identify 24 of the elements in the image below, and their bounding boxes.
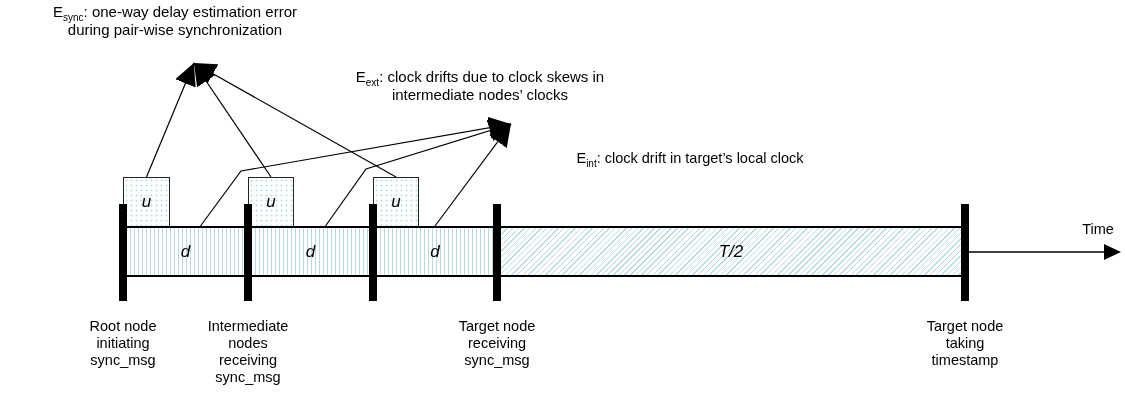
segment-label: d: [305, 242, 316, 261]
segment-label: u: [266, 193, 276, 211]
uncertainty-box: [123, 177, 170, 226]
annotation-label: E$_{ext}$: clock drifts due to clock skews in intermediate nodes’ clocks: [354, 68, 606, 104]
event-label: Root node initiating sync_msg: [88, 318, 158, 369]
arrow: [324, 120, 512, 227]
event-label: Target node taking timestamp: [925, 318, 1005, 369]
event-label: Intermediate nodes receiving sync_msg: [206, 318, 290, 386]
segment-label: u: [141, 193, 152, 211]
segment-label: T/2: [718, 242, 744, 261]
arrow: [434, 123, 512, 227]
arrow: [145, 62, 196, 178]
segment-label: d: [430, 242, 440, 261]
annotation-label: E$_{sync}$: one-way delay estimation error during pair-wise synchronization: [52, 3, 298, 39]
axis-label: Time: [1081, 221, 1115, 238]
uncertainty-box: [248, 177, 294, 226]
arrow: [193, 62, 272, 178]
arrow: [199, 116, 512, 227]
annotation-label: E$_{int}$: clock drift in target’s local clock: [575, 150, 805, 167]
segment-label: u: [391, 193, 401, 211]
event-label: Target node receiving sync_msg: [457, 318, 537, 369]
arrow: [193, 62, 397, 178]
segment-label: d: [180, 242, 191, 261]
uncertainty-box: [373, 177, 419, 226]
